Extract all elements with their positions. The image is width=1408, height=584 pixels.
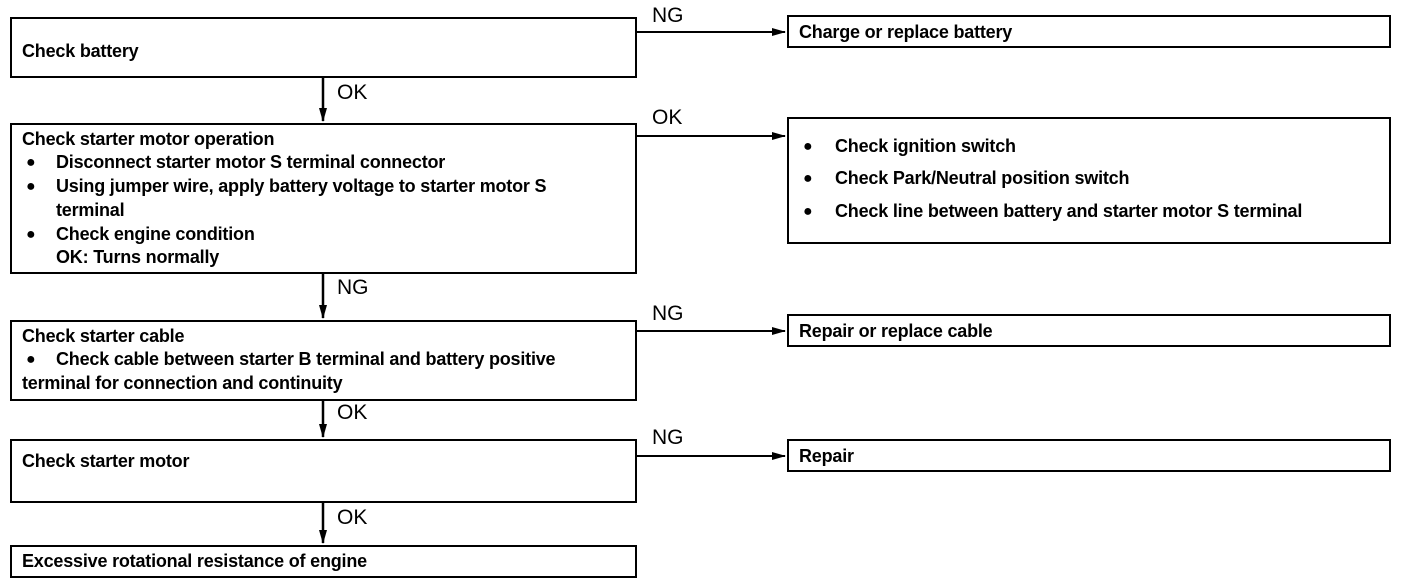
step-check-starter-motor: Check starter motor [10,439,637,503]
bullet-icon: ● [26,154,36,171]
step-title: Check starter motor [22,451,190,471]
list-item-criteria: OK: Turns normally [56,247,220,267]
step-check-starter-cable: Check starter cable ● Check cable betwee… [10,320,637,401]
bullet-icon: ● [803,138,813,155]
bullet-icon: ● [803,203,813,220]
branch-label-ng: NG [652,426,684,449]
branch-label-ok: OK [337,81,368,104]
result-excessive-resistance: Excessive rotational resistance of engin… [10,545,637,578]
list-item: Check cable between starter B terminal a… [56,349,556,369]
result-check-switches: ● Check ignition switch ● Check Park/Neu… [787,117,1391,244]
step-title: Excessive rotational resistance of engin… [22,551,367,571]
result-text: Repair [799,446,854,466]
branch-label-ok: OK [337,401,368,424]
step-title: Check starter motor operation [22,129,275,149]
branch-label-ng: NG [652,302,684,325]
branch-label-ng: NG [652,4,684,27]
branch-label-ok: OK [652,106,683,129]
list-item: Check line between battery and starter m… [835,201,1303,221]
list-item: Disconnect starter motor S terminal conn… [56,152,446,172]
list-item: Check Park/Neutral position switch [835,168,1130,188]
result-charge-battery: Charge or replace battery [787,15,1391,48]
list-item: Using jumper wire, apply battery voltage… [56,176,547,196]
bullet-icon: ● [26,351,36,368]
result-repair: Repair [787,439,1391,472]
step-title: Check battery [22,41,139,61]
result-text: Charge or replace battery [799,22,1013,42]
list-item: Check engine condition [56,224,255,244]
list-item-continuation: terminal for connection and continuity [22,373,343,393]
list-item-continuation: terminal [56,200,125,220]
step-check-battery: Check battery [10,17,637,78]
result-repair-cable: Repair or replace cable [787,314,1391,347]
list-item: Check ignition switch [835,136,1016,156]
step-check-starter-operation: Check starter motor operation ● Disconne… [10,123,637,274]
bullet-icon: ● [803,170,813,187]
branch-label-ok: OK [337,506,368,529]
result-text: Repair or replace cable [799,321,993,341]
bullet-icon: ● [26,178,36,195]
step-title: Check starter cable [22,326,185,346]
branch-label-ng: NG [337,276,369,299]
bullet-icon: ● [26,226,36,243]
